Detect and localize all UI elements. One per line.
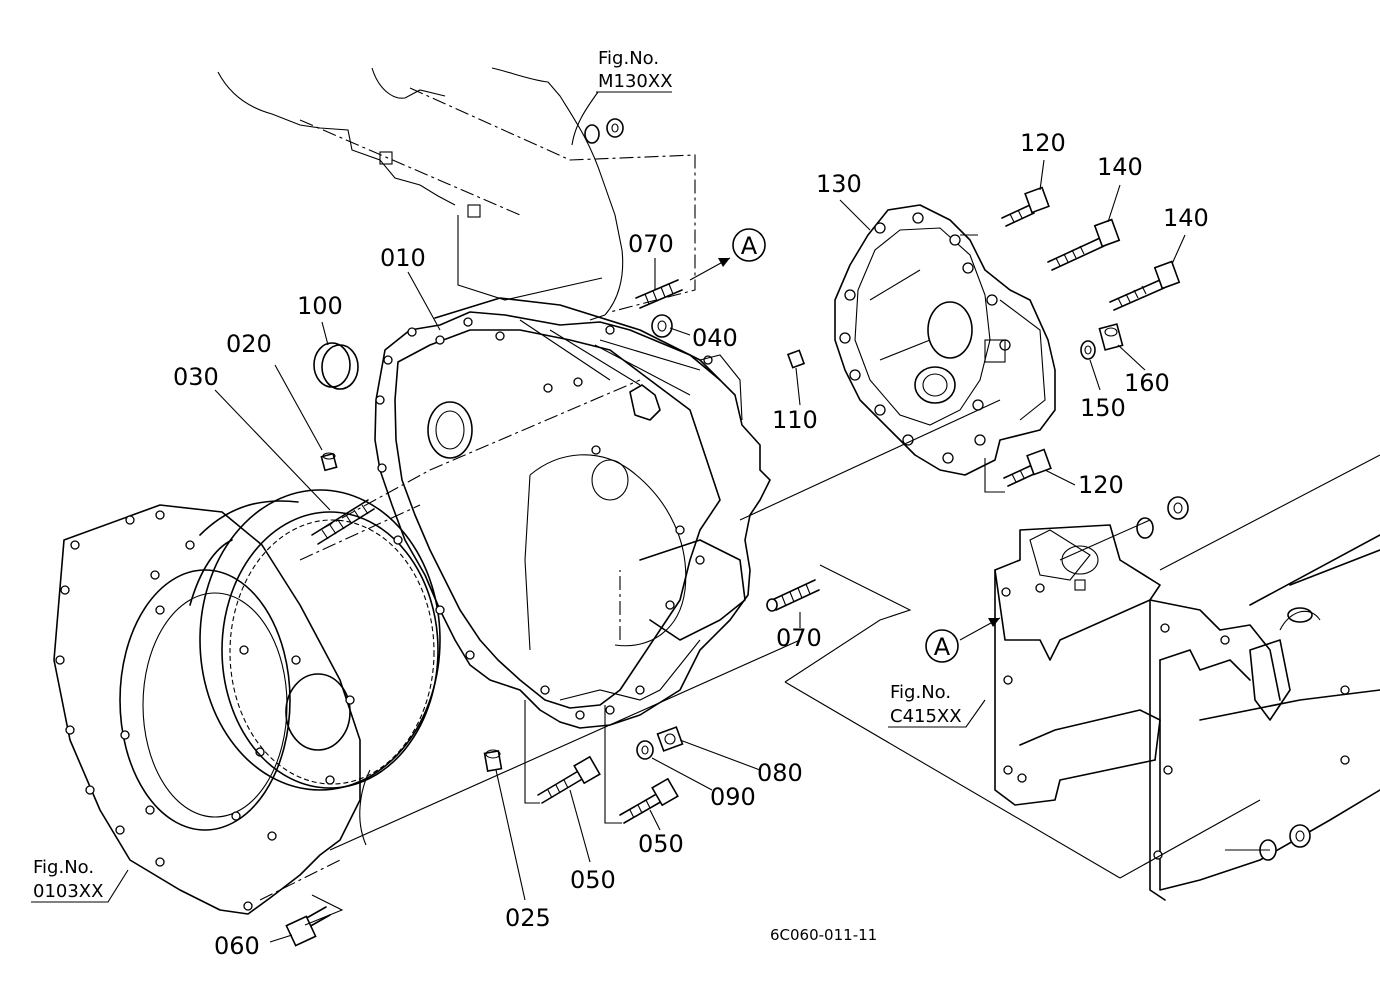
- part-label-140-upper: 140: [1097, 153, 1143, 181]
- dust-cover-100: [313, 342, 359, 390]
- cover-plate-130: [834, 204, 1056, 476]
- view-marker-a-top: A: [732, 228, 766, 262]
- part-label-025: 025: [505, 904, 551, 932]
- bolt-050-left: [537, 755, 601, 804]
- part-label-060: 060: [214, 932, 260, 960]
- fig-ref-0103xx-code: 0103XX: [33, 881, 103, 902]
- bolt-050-right: [619, 777, 679, 824]
- frame-bracket: [994, 524, 1380, 901]
- part-label-010: 010: [380, 244, 426, 272]
- cover-bolt-holes: [839, 212, 1011, 464]
- part-number-labels: 010 020 025 030 040 050 050 060 070 070 …: [173, 129, 1209, 960]
- fig-ref-m130xx: Fig.No. M130XX: [596, 48, 673, 93]
- stud-030: [311, 499, 375, 545]
- part-label-120-top: 120: [1020, 129, 1066, 157]
- washer-090: [636, 740, 654, 760]
- stud-070-top: [635, 279, 683, 309]
- pin-025: [483, 749, 503, 773]
- part-label-030: 030: [173, 363, 219, 391]
- part-label-110: 110: [772, 406, 818, 434]
- part-label-100: 100: [297, 292, 343, 320]
- view-marker-a-frame-label: A: [934, 633, 951, 661]
- part-label-160: 160: [1124, 369, 1170, 397]
- part-label-140-lower: 140: [1163, 204, 1209, 232]
- part-label-050-left: 050: [570, 866, 616, 894]
- alignment-lines: [259, 314, 1380, 901]
- clutch-housing: [374, 297, 771, 729]
- nut-washer-set-frame: [1136, 496, 1311, 861]
- bolt-120-top: [1001, 186, 1050, 227]
- part-label-130: 130: [816, 170, 862, 198]
- part-label-040: 040: [692, 324, 738, 352]
- bolt-120-bottom: [1003, 448, 1052, 487]
- part-label-120-bottom: 120: [1078, 471, 1124, 499]
- nut-040: [651, 314, 673, 338]
- pin-110: [786, 349, 806, 369]
- flywheel-ring-gear: [189, 489, 441, 846]
- part-label-020: 020: [226, 330, 272, 358]
- bolt-140-upper: [1047, 218, 1121, 271]
- drawing-number: 6C060-011-11: [770, 926, 877, 944]
- pin-020: [320, 452, 338, 472]
- fig-ref-0103xx: Fig.No. 0103XX: [31, 857, 129, 903]
- arrow-to-a-top: [689, 257, 731, 281]
- part-label-070-lower: 070: [776, 624, 822, 652]
- engine-block-outline: [217, 67, 696, 316]
- bolt-080: [656, 726, 684, 752]
- part-label-050-right: 050: [638, 830, 684, 858]
- arrow-to-a-frame: [959, 617, 1001, 641]
- fig-ref-c415xx-code: C415XX: [890, 706, 962, 727]
- fig-ref-m130xx-code: M130XX: [598, 71, 673, 92]
- fig-ref-c415xx-title: Fig.No.: [890, 682, 951, 703]
- part-label-150: 150: [1080, 394, 1126, 422]
- bolt-140-lower: [1109, 260, 1181, 311]
- washer-150: [1080, 340, 1096, 360]
- bolt-grouping-lines: [304, 234, 1261, 926]
- fig-ref-0103xx-title: Fig.No.: [33, 857, 94, 878]
- stud-070-lower: [766, 579, 820, 612]
- flywheel-housing-plate: [53, 504, 361, 915]
- part-label-090: 090: [710, 783, 756, 811]
- fig-ref-m130xx-title: Fig.No.: [598, 48, 659, 69]
- leader-lines: [214, 159, 1186, 943]
- fig-ref-c415xx: Fig.No. C415XX: [888, 682, 986, 728]
- plate-bolt-holes: [55, 510, 355, 911]
- view-marker-a-frame: A: [925, 629, 959, 663]
- view-marker-a-top-label: A: [741, 232, 758, 260]
- plug-160: [1098, 323, 1124, 351]
- bolt-060: [285, 906, 331, 947]
- nut-washer-set-top: [584, 118, 624, 144]
- part-label-080: 080: [757, 759, 803, 787]
- part-label-070-top: 070: [628, 230, 674, 258]
- housing-bolt-holes: [375, 317, 713, 720]
